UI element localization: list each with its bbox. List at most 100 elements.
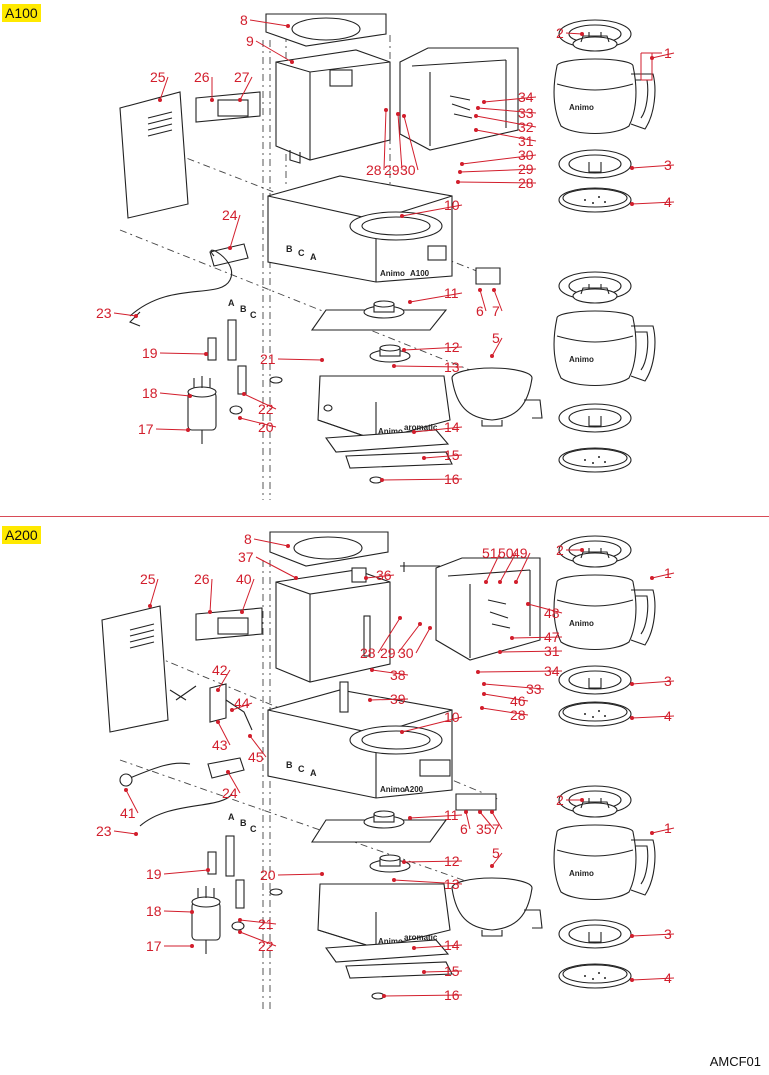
svg-text:B: B <box>240 818 247 828</box>
part-callout: 12 <box>402 339 463 355</box>
part-callout: 51 <box>482 545 501 584</box>
part-callout: 49 <box>512 545 531 584</box>
part-callout: 1 <box>650 45 675 61</box>
a100-drawing: Animo A100 Animo aromatic <box>119 13 662 500</box>
part-number: 1 <box>664 820 672 836</box>
part-callout: 39 <box>368 691 409 707</box>
part-number: 30 <box>400 162 416 178</box>
part-callout: 42 <box>212 662 231 692</box>
part-callout: 18 <box>142 385 192 401</box>
part-callout: 11 <box>408 807 463 823</box>
part-number: 6 <box>476 303 484 319</box>
part-number: 12 <box>444 853 460 869</box>
part-callout: 22 <box>242 392 277 417</box>
part-callout: 28 <box>456 175 537 191</box>
part-number: 31 <box>518 133 534 149</box>
part-number: 4 <box>664 194 672 210</box>
part-callout: 24 <box>222 207 241 250</box>
part-callout: 7 <box>492 288 503 319</box>
part-number: 7 <box>492 821 500 837</box>
svg-text:C: C <box>250 824 257 834</box>
part-number: 4 <box>664 708 672 724</box>
part-callout: 34 <box>482 89 537 105</box>
svg-text:A: A <box>310 768 317 778</box>
part-callout: 19 <box>142 345 208 361</box>
part-callout: 17 <box>138 421 190 437</box>
part-callout: 25 <box>150 69 169 102</box>
part-number: 36 <box>376 567 392 583</box>
part-number: 11 <box>444 807 459 823</box>
part-callout: 32 <box>474 114 537 135</box>
svg-text:C: C <box>250 310 257 320</box>
part-callout: 26 <box>194 69 214 102</box>
part-callout: 29 <box>458 161 537 177</box>
part-number: 19 <box>146 866 162 882</box>
svg-text:C: C <box>298 764 305 774</box>
part-callout: 10 <box>400 197 463 218</box>
part-callout: 4 <box>630 970 675 986</box>
part-callout: 6 <box>460 810 471 837</box>
part-number: 6 <box>460 821 468 837</box>
part-number: 46 <box>510 693 526 709</box>
part-callout: 44 <box>230 695 253 712</box>
svg-text:Animo: Animo <box>378 427 403 436</box>
part-number: 22 <box>258 938 274 954</box>
part-number: 8 <box>240 12 248 28</box>
part-number: 20 <box>260 867 276 883</box>
part-number: 21 <box>260 351 276 367</box>
part-callout: 9 <box>246 33 294 64</box>
part-number: 26 <box>194 571 210 587</box>
part-callout: 5 <box>490 330 503 358</box>
part-number: 37 <box>238 549 254 565</box>
part-number: 34 <box>518 89 534 105</box>
svg-text:A200: A200 <box>404 785 424 794</box>
part-number: 25 <box>150 69 166 85</box>
part-callout: 10 <box>400 709 463 734</box>
part-callout: 23 <box>96 305 138 321</box>
part-number: 29 <box>380 645 396 661</box>
svg-text:C: C <box>298 248 305 258</box>
part-number: 11 <box>444 285 459 301</box>
part-number: 7 <box>492 303 500 319</box>
part-number: 33 <box>526 681 542 697</box>
part-number: 16 <box>444 987 460 1003</box>
part-callout: 40 <box>236 571 255 614</box>
part-number: 20 <box>258 419 274 435</box>
part-callout: 3 <box>630 673 675 689</box>
part-callout: 47 <box>510 629 563 645</box>
svg-text:Animo: Animo <box>380 269 405 278</box>
part-callout: 5 <box>490 845 503 868</box>
part-number: 23 <box>96 305 112 321</box>
part-callout: 30 <box>460 147 537 166</box>
part-number: 30 <box>398 645 414 661</box>
part-number: 50 <box>498 545 514 561</box>
part-callout: 4 <box>630 194 675 210</box>
part-number: 27 <box>234 69 250 85</box>
part-callout: 38 <box>370 667 409 683</box>
part-number: 35 <box>476 821 492 837</box>
part-number: 23 <box>96 823 112 839</box>
part-number: 28 <box>366 162 382 178</box>
part-callout: 13 <box>392 876 463 892</box>
part-callout: 8 <box>240 12 290 28</box>
part-callout: 20 <box>260 867 324 883</box>
part-callout: 1 <box>650 565 675 581</box>
part-number: 22 <box>258 401 274 417</box>
part-callout: 20 <box>238 416 277 435</box>
part-callout: 13 <box>392 359 463 375</box>
part-number: 38 <box>390 667 406 683</box>
part-callout: 35 <box>476 810 495 837</box>
part-number: 42 <box>212 662 228 678</box>
section-divider <box>0 516 769 517</box>
part-callout: 43 <box>212 720 231 753</box>
part-number: 26 <box>194 69 210 85</box>
part-number: 14 <box>444 419 460 435</box>
part-callout: 26 <box>194 571 213 614</box>
part-number: 15 <box>444 447 460 463</box>
part-number: 10 <box>444 197 460 213</box>
part-callout: 16 <box>380 471 463 487</box>
part-number: 32 <box>518 119 534 135</box>
part-callout: 33 <box>476 105 537 121</box>
